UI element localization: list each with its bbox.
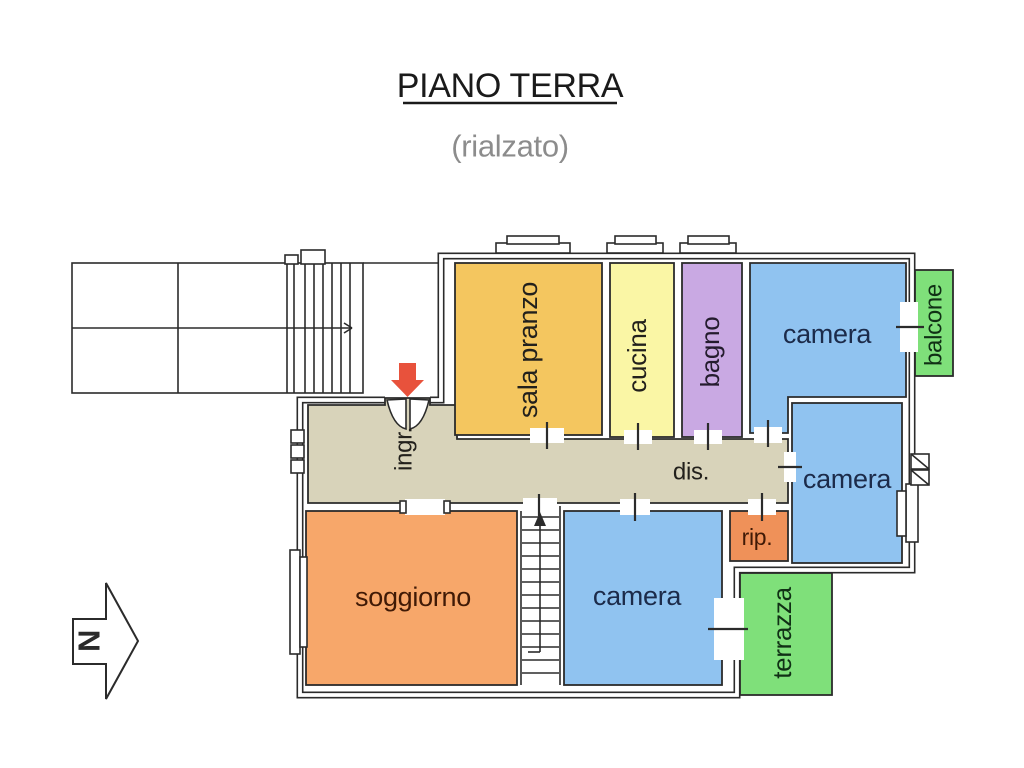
label-disimpegno: dis. — [673, 459, 709, 486]
room-bagno — [681, 262, 743, 438]
page-title: PIANO TERRA — [397, 67, 624, 105]
interior-door-openings — [399, 420, 802, 521]
stair-post — [300, 249, 326, 265]
room-terrazza — [739, 572, 833, 696]
room-soggiorno — [305, 510, 518, 686]
label-camera-sud: camera — [593, 581, 683, 611]
label-bagno: bagno — [695, 317, 725, 388]
stair-post — [284, 254, 299, 265]
window-cucina — [606, 235, 664, 254]
label-soggiorno: soggiorno — [355, 582, 471, 612]
apartment-outer-wall — [296, 252, 916, 699]
label-rip: rip. — [742, 524, 773, 550]
page-subtitle: (rialzato) — [451, 129, 569, 164]
balcone-door-opening — [896, 302, 924, 352]
stair-direction-arrow — [528, 512, 546, 653]
entrance-double-door — [386, 398, 430, 431]
outer-wall-core — [298, 254, 914, 697]
room-cucina — [609, 262, 675, 438]
label-ingresso: ingr. — [391, 427, 418, 471]
flue-shaft-icon — [910, 453, 930, 486]
window-bagno — [679, 235, 737, 254]
north-label: N — [72, 630, 107, 652]
label-cucina: cucina — [622, 318, 652, 392]
room-balcone — [914, 269, 954, 377]
entrance-arrow-icon — [391, 363, 424, 397]
internal-staircase — [520, 506, 561, 685]
window-soggiorno — [289, 549, 308, 655]
label-camera-nord: camera — [783, 319, 873, 349]
window-ingresso-small — [290, 429, 305, 474]
window-sala-pranzo — [495, 235, 571, 254]
terrazza-door-opening — [708, 598, 748, 660]
room-camera-sud — [563, 510, 723, 686]
ramp-direction-arrow — [72, 322, 353, 334]
label-sala-pranzo: sala pranzo — [513, 282, 543, 418]
room-rip — [729, 510, 789, 562]
room-camera-centro — [791, 402, 903, 564]
window-camera-centro — [896, 483, 919, 543]
north-arrow: N — [72, 582, 140, 700]
room-camera-nord — [749, 262, 907, 434]
label-terrazza: terrazza — [767, 586, 797, 678]
external-staircase — [71, 249, 441, 394]
label-balcone: balcone — [921, 284, 948, 366]
label-camera-centro: camera — [803, 464, 893, 494]
room-sala-pranzo — [454, 262, 603, 436]
